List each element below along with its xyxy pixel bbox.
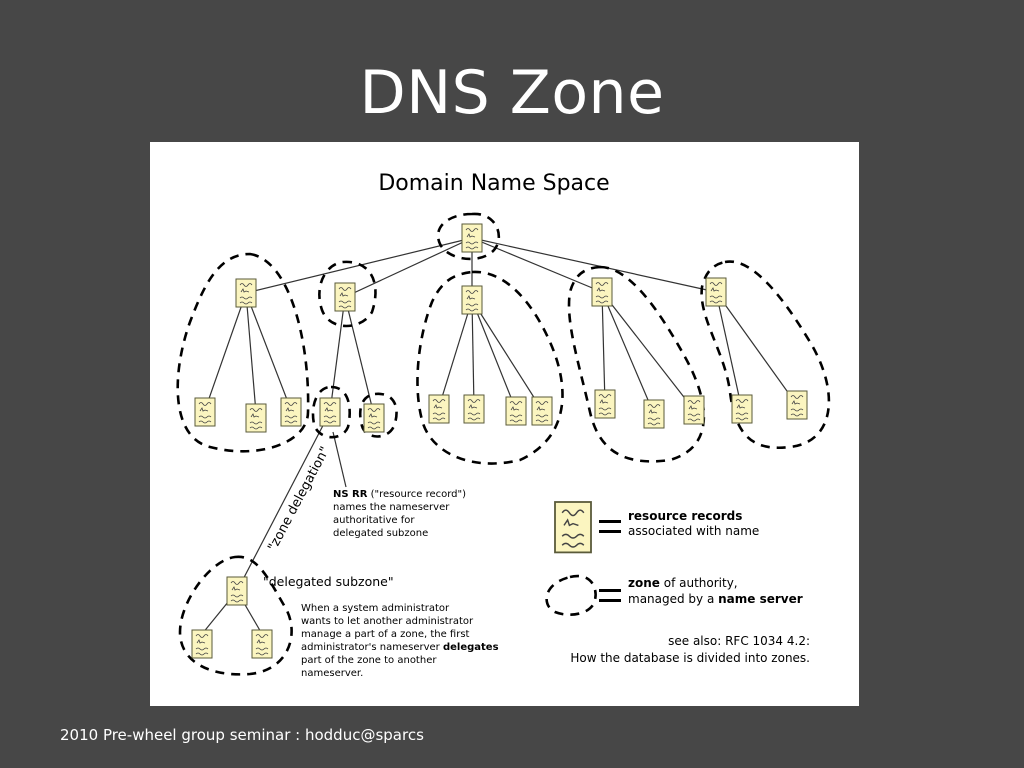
zone-outline (700, 260, 831, 450)
legend-record-icon (554, 501, 592, 554)
diagram-canvas: Domain Name Space (176, 171, 831, 679)
resource-record-icon (594, 389, 616, 419)
resource-record-icon (319, 397, 341, 427)
resource-record-icon (461, 285, 483, 315)
legend-rr-bold: resource records (628, 509, 742, 523)
see-also-line2: How the database is divided into zones. (570, 651, 810, 665)
admin-note-line5: part of the zone to another (301, 655, 437, 666)
resource-record-icon (591, 277, 613, 307)
ns-rr-bold: NS RR (333, 489, 368, 500)
resource-record-icon (731, 394, 753, 424)
resource-record-icon (191, 629, 213, 659)
legend-equals-sign (599, 530, 621, 533)
diagram-title: Domain Name Space (378, 171, 609, 196)
zone-outlines (176, 212, 831, 676)
zone-outline (176, 252, 310, 453)
zone-delegation-label: "zone delegation" (265, 444, 333, 554)
admin-note-delegates: delegates (443, 642, 499, 653)
zone-outline (416, 270, 564, 465)
admin-note-line3: manage a part of a zone, the first (301, 629, 470, 640)
legend-ns-bold: name server (718, 592, 803, 606)
delegated-subzone-label: "delegated subzone" (263, 574, 394, 589)
dns-zone-diagram: Domain Name Space (150, 142, 859, 706)
resource-record-icon (194, 397, 216, 427)
see-also-line1: see also: RFC 1034 4.2: (668, 634, 810, 648)
ns-rr-line4: delegated subzone (333, 528, 428, 539)
resource-record-icon (226, 576, 248, 606)
admin-note: When a system administrator wants to let… (301, 603, 499, 679)
svg-text:managed by a name server: managed by a name server (628, 592, 803, 606)
resource-record-icon (683, 395, 705, 425)
tree-edges (201, 237, 798, 635)
legend-zone: zone of authority, managed by a name ser… (599, 576, 803, 606)
svg-text:administrator's nameserver del: administrator's nameserver delegates (301, 642, 499, 653)
ns-rr-line3: authoritative for (333, 515, 415, 526)
legend-zone-outline (545, 574, 597, 616)
legend-equals-sign (599, 589, 621, 592)
admin-note-line2: wants to let another administrator (301, 616, 474, 627)
svg-text:NS RR ("resource record"): NS RR ("resource record") (333, 489, 466, 500)
legend-zone-bold: zone (628, 576, 660, 590)
resource-record-icon (334, 282, 356, 312)
zone-outline (178, 555, 293, 676)
legend-equals-sign (599, 520, 621, 523)
legend-ns-pre: managed by a (628, 592, 718, 606)
legend-equals-sign (599, 599, 621, 602)
zone-outline (436, 212, 501, 261)
zone-outline (318, 260, 377, 328)
resource-record-icon (705, 277, 727, 307)
ns-rr-line2: names the nameserver (333, 502, 450, 513)
ns-rr-note: NS RR ("resource record") names the name… (333, 489, 466, 539)
resource-record-icon (461, 223, 483, 253)
slide-title: DNS Zone (359, 58, 665, 128)
svg-text:zone of authority,: zone of authority, (628, 576, 738, 590)
resource-record-icon (245, 403, 267, 433)
legend-zone-rest: of authority, (660, 576, 738, 590)
zone-outline (358, 392, 398, 438)
resource-record-icon (428, 394, 450, 424)
ns-rr-line1: ("resource record") (367, 489, 466, 500)
resource-record-icon (643, 399, 665, 429)
zone-outline (311, 385, 352, 439)
resource-record-icon (280, 397, 302, 427)
admin-note-line1: When a system administrator (301, 603, 450, 614)
resource-record-icon (363, 403, 385, 433)
admin-note-line6: nameserver. (301, 668, 363, 679)
resource-record-icon (235, 278, 257, 308)
slide-footer: 2010 Pre-wheel group seminar : hodduc@sp… (60, 726, 424, 744)
legend-resource-records: resource records associated with name (554, 501, 759, 554)
resource-record-icon (786, 390, 808, 420)
legend-rr-rest: associated with name (628, 524, 759, 538)
admin-note-line4: administrator's nameserver (301, 642, 443, 653)
resource-record-icon (505, 396, 527, 426)
resource-record-icon (251, 629, 273, 659)
resource-record-icon (531, 396, 553, 426)
zone-outline (567, 265, 706, 463)
resource-record-icon (463, 394, 485, 424)
